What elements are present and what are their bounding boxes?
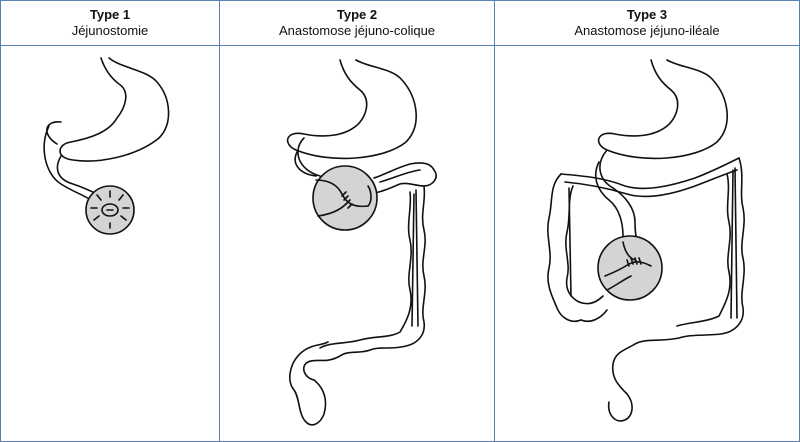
panel-type-2: Type 2 Anastomose jéjuno-colique xyxy=(220,1,495,441)
jejunostomy-illustration xyxy=(43,57,170,235)
panel-type-label: Type 2 xyxy=(336,7,378,22)
panel-type-name: Anastomose jéjuno-iléale xyxy=(574,23,720,38)
jejuno-ileal-illustration xyxy=(547,59,745,422)
panel-header: Type 3 Anastomose jéjuno-iléale xyxy=(495,1,799,46)
panel-header: Type 2 Anastomose jéjuno-colique xyxy=(220,1,494,46)
panel-type-label: Type 3 xyxy=(626,7,668,22)
panel-type-1: Type 1 Jéjunostomie xyxy=(1,1,220,441)
panel-header: Type 1 Jéjunostomie xyxy=(1,1,219,46)
panel-type-3: Type 3 Anastomose jéjuno-iléale xyxy=(495,1,799,441)
panel-type-name: Anastomose jéjuno-colique xyxy=(278,23,436,38)
anastomosis-zoom-circle xyxy=(597,235,663,301)
panel-type-name: Jéjunostomie xyxy=(71,23,149,38)
jejuno-colic-illustration xyxy=(286,59,437,426)
panel-type-label: Type 1 xyxy=(89,7,131,22)
